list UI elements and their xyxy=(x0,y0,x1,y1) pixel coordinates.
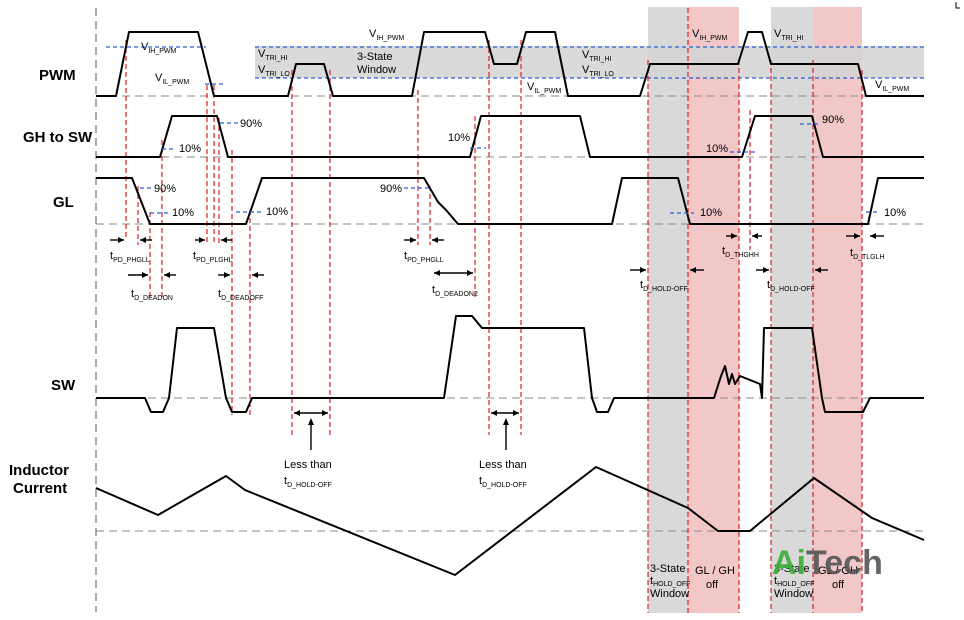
watermark-logo: AiTech xyxy=(772,544,883,582)
label-off1-line2: off xyxy=(706,579,719,591)
label-gh-to-sw: GH to SW xyxy=(23,129,93,146)
label-gl-10: 10% xyxy=(172,207,194,219)
label-td-hold-off-2: tD_HOLD-OFF xyxy=(767,279,815,293)
label-state1-line3: Window xyxy=(650,588,689,600)
label-state2-line3: Window xyxy=(774,588,813,600)
label-vih-left: VIH_PWM xyxy=(141,41,177,55)
label-gl-10-far: 10% xyxy=(884,207,906,219)
label-gl-10b: 10% xyxy=(266,206,288,218)
label-inductor: Inductor xyxy=(9,462,69,479)
band-3state-1 xyxy=(648,7,688,613)
label-gh-10-mid: 10% xyxy=(448,132,470,144)
label-vih-mid: VIH_PWM xyxy=(369,28,405,42)
label-vih-right: VIH_PWM xyxy=(692,28,728,42)
label-off1-line1: GL / GH xyxy=(695,565,735,577)
label-gh-90-right: 90% xyxy=(822,114,844,126)
label-state1-line1: 3-State xyxy=(650,563,685,575)
label-tpd-plghl: tPD_PLGHL xyxy=(193,250,233,264)
label-vtri-hi-mid: VTRI_HI xyxy=(582,49,612,63)
label-gl-90-mid: 90% xyxy=(380,183,402,195)
label-gh-10-right: 10% xyxy=(706,143,728,155)
label-tpd-phgll: tPD_PHGLL xyxy=(110,250,150,264)
label-off2-line1: GL / GH xyxy=(818,565,858,577)
label-state2-line1: 3-State xyxy=(774,563,809,575)
timing-markers xyxy=(125,8,863,613)
label-gl-10-right: 10% xyxy=(700,207,722,219)
label-state2-line2: tHOLD_OFF xyxy=(774,575,814,588)
label-off2-line2: off xyxy=(832,579,845,591)
label-gh-10: 10% xyxy=(179,143,201,155)
label-window-line1: 3-State xyxy=(357,51,392,63)
label-gl-90: 90% xyxy=(154,183,176,195)
label-td-deadoff: tD_DEADOFF xyxy=(218,288,263,302)
label-vtri-hi: VTRI_HI xyxy=(258,48,288,62)
label-td-hold-off-1: tD_HOLD-OFF xyxy=(640,279,688,293)
label-state1-line2: tHOLD_OFF xyxy=(650,575,690,588)
pwm-waveform xyxy=(96,31,924,97)
label-window-line2: Window xyxy=(357,64,396,76)
label-td-thghh: tD_THGHH xyxy=(722,245,759,259)
label-gh-90: 90% xyxy=(240,118,262,130)
band-off-2 xyxy=(813,7,862,613)
sw-waveform xyxy=(96,315,924,413)
label-vtri-hi-right: VTRI_HI xyxy=(774,28,804,42)
label-td-deadon: tD_DEADON xyxy=(131,288,173,302)
label-less-than-a: Less than xyxy=(284,459,332,471)
label-td-deadon2: tD_DEADON2 xyxy=(432,284,478,298)
label-vil-mid: VIL_PWM xyxy=(527,81,561,95)
inductor-current-waveform xyxy=(95,466,925,576)
label-vil-left: VIL_PWM xyxy=(155,72,189,86)
label-less-than-b: Less than xyxy=(479,459,527,471)
label-vil-right: VIL_PWM xyxy=(875,79,909,93)
label-less-than-a-t: tD_HOLD-OFF xyxy=(284,475,332,489)
label-sw: SW xyxy=(51,377,76,394)
label-vtri-lo: VTRI_LO xyxy=(258,64,290,78)
timing-arrows xyxy=(110,233,884,450)
label-td-tlglh: tD_TLGLH xyxy=(850,247,885,261)
band-3state-2 xyxy=(771,7,813,613)
label-current: Current xyxy=(13,480,67,497)
gl-waveform xyxy=(96,177,924,225)
corner-mark xyxy=(955,2,960,9)
gh-to-sw-waveform xyxy=(96,115,924,158)
label-gl: GL xyxy=(53,194,74,211)
label-vtri-lo-mid: VTRI_LO xyxy=(582,64,614,78)
band-off-1 xyxy=(688,7,739,613)
label-less-than-b-t: tD_HOLD-OFF xyxy=(479,475,527,489)
label-tpd-phgll-mid: tPD_PHGLL xyxy=(404,250,444,264)
label-pwm: PWM xyxy=(39,67,76,84)
